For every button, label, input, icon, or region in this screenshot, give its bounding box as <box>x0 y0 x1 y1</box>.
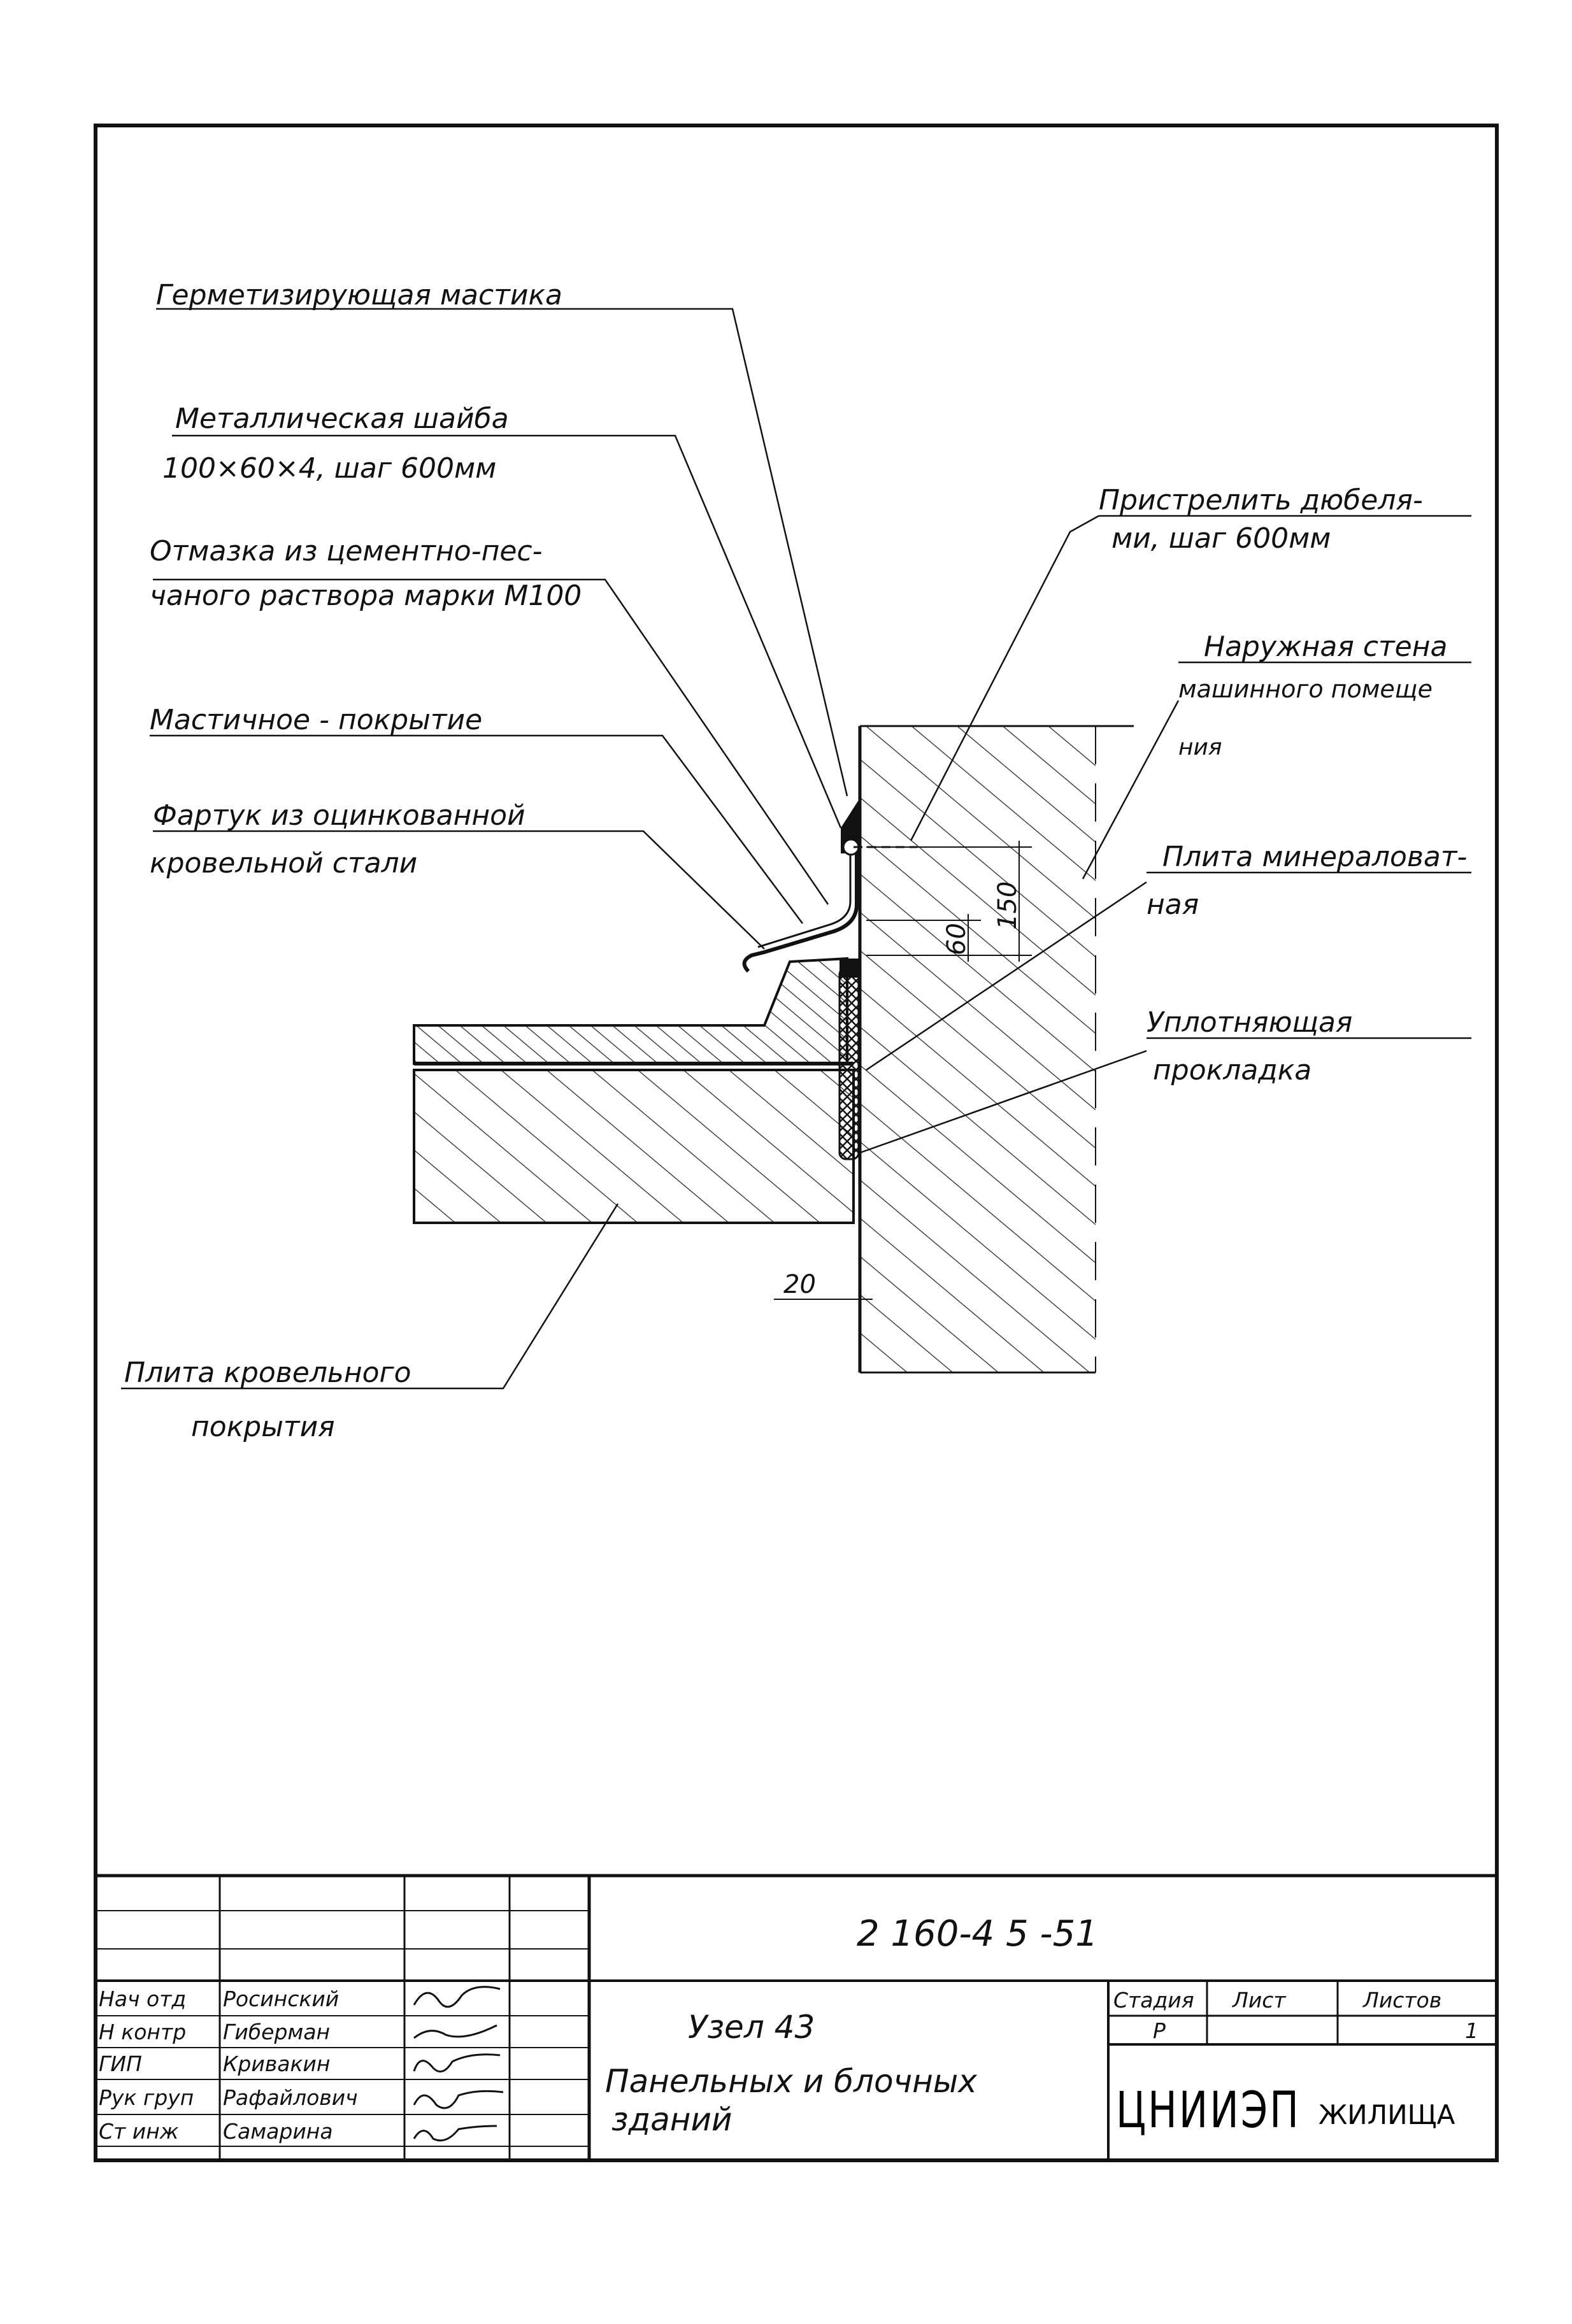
outer-wall <box>860 726 1096 1372</box>
stage-header: Стадия <box>1113 1988 1194 2013</box>
callout-gasket-1: Уплотняющая <box>1147 1006 1352 1039</box>
screed-layer <box>413 957 848 1065</box>
name-samarina: Самарина <box>223 2119 333 2144</box>
title-subtitle: Панельных и блочных <box>605 2063 977 2100</box>
sheet-frame <box>94 124 1499 2162</box>
callout-mineral-2: ная <box>1147 888 1199 921</box>
title-block <box>96 1874 1497 2160</box>
callout-mortar-1: Отмазка из цементно-пес- <box>150 535 542 567</box>
stage-value: Р <box>1153 2018 1166 2043</box>
callout-dowel-2: ми, шаг 600мм <box>1111 522 1331 555</box>
title-node: Узел 43 <box>688 2009 815 2046</box>
roof-slab <box>413 1069 855 1224</box>
callout-mortar-2: чаного раствора марки М100 <box>150 580 582 612</box>
sheet-header: Лист <box>1232 1988 1287 2013</box>
callout-apron-2: кровельной стали <box>150 847 417 880</box>
sheets-value: 1 <box>1465 2018 1478 2043</box>
name-rosinsky: Росинский <box>223 1986 339 2011</box>
role-ruk-grup: Рук груп <box>99 2085 194 2110</box>
callout-sealant: Герметизирующая мастика <box>156 279 562 311</box>
role-nach-otd: Нач отд <box>99 1986 186 2011</box>
callout-wall-3: ния <box>1178 734 1222 760</box>
signature-table: Нач отд Росинский Н контр Гиберман ГИП К… <box>99 1986 358 2144</box>
node-drawing <box>121 308 1471 1390</box>
title-subtitle-2: зданий <box>611 2101 732 2138</box>
callout-roof-slab-1: Плита кровельного <box>124 1357 411 1389</box>
callout-roof-slab-2: покрытия <box>191 1411 335 1443</box>
callout-mineral-1: Плита минераловат- <box>1162 841 1467 873</box>
callout-wall-1: Наружная стена <box>1204 631 1447 663</box>
org-name: ЖИЛИЩА <box>1318 2099 1455 2130</box>
name-rafailovich: Рафайлович <box>223 2085 358 2110</box>
callout-gasket-2: прокладка <box>1153 1054 1311 1087</box>
callout-dowel-1: Пристрелить дюбеля- <box>1099 484 1423 517</box>
name-krivakin: Кривакин <box>223 2051 330 2076</box>
role-gip: ГИП <box>99 2051 142 2076</box>
name-giberman: Гиберман <box>223 2020 330 2044</box>
dimension-20: 20 <box>783 1270 816 1299</box>
sealing-gasket <box>838 967 860 1160</box>
dimension-150: 150 <box>993 881 1022 930</box>
leader-lines <box>121 308 1471 1390</box>
dimension-60: 60 <box>942 923 971 955</box>
callout-mastic-cover: Мастичное - покрытие <box>150 704 482 736</box>
metal-washer <box>841 796 861 853</box>
signatures <box>413 1986 504 2142</box>
sheets-header: Листов <box>1362 1988 1441 2013</box>
org-logo: ЦНИИЭП <box>1116 2082 1301 2139</box>
document-code: 2 160-4 5 -51 <box>857 1913 1098 1955</box>
callout-washer-1: Металлическая шайба <box>175 403 509 435</box>
callout-wall-2: машинного помеще <box>1178 675 1433 703</box>
role-n-kontr: Н контр <box>99 2020 186 2044</box>
role-st-inzh: Ст инж <box>99 2119 179 2144</box>
callout-washer-2: 100×60×4, шаг 600мм <box>162 452 496 485</box>
callout-apron-1: Фартук из оцинкованной <box>153 799 525 832</box>
galvanized-apron <box>742 841 859 973</box>
